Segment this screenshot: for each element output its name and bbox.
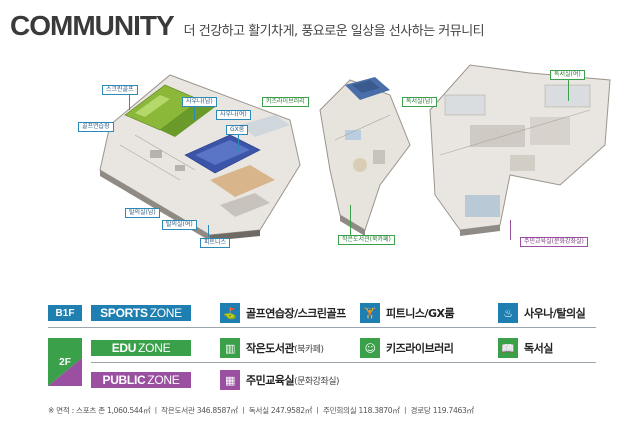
callout-kids-library: 키즈라이브러리 — [262, 97, 309, 107]
callout-fitness: 피트니스 — [200, 238, 231, 248]
legend-item-resident-classroom-label: 주민교육실 — [246, 374, 295, 387]
legend-item-fitness-label: 피트니스/GX룸 — [386, 307, 455, 320]
legend-item-resident-classroom-sub: (문화강좌실) — [294, 376, 340, 387]
book-icon: 📖 — [498, 338, 518, 358]
page-header: COMMUNITY 더 건강하고 활기차게, 풍요로운 일상을 선사하는 커뮤니… — [10, 10, 485, 44]
legend-item-fitness: 🏋 피트니스/GX룸 — [360, 303, 455, 323]
legend-divider — [48, 327, 596, 328]
legend-divider — [91, 362, 596, 363]
callout-small-library: 작은도서관(북카페) — [338, 235, 395, 245]
leader-line — [510, 220, 511, 240]
classroom-icon: ▦ — [220, 370, 240, 390]
zone-label-edu-main: EDU — [111, 341, 137, 355]
legend-item-reading-room: 📖 독서실 — [498, 338, 553, 358]
zone-label-sports-rest: ZONE — [149, 306, 182, 320]
zone-label-sports: SPORTS ZONE — [91, 305, 191, 321]
callout-sauna-women: 사우나(여) — [216, 110, 251, 120]
zone-label-sports-main: SPORTS — [100, 306, 148, 320]
legend-item-golf-label: 골프연습장/스크린골프 — [246, 307, 346, 320]
zone-legend: B1F SPORTS ZONE ⛳ 골프연습장/스크린골프 🏋 피트니스/GX룸… — [48, 300, 618, 395]
legend-item-reading-room-label: 독서실 — [524, 342, 553, 355]
callout-reading-women: 독서실(여) — [550, 70, 585, 80]
legend-item-small-library: ▥ 작은도서관(북카페) — [220, 338, 324, 358]
callout-screen-golf: 스크린골프 — [102, 85, 138, 95]
leader-line — [129, 94, 130, 110]
2f-left-floor-plan — [319, 77, 411, 236]
sauna-icon: ♨ — [498, 303, 518, 323]
callout-gx-room: GX룸 — [226, 125, 249, 135]
legend-item-sauna: ♨ 사우나/탈의실 — [498, 303, 586, 323]
2f-right-floor-plan — [429, 64, 611, 236]
callout-locker-women: 탈의실(여) — [162, 220, 197, 230]
floor-tag-2f-bg — [48, 338, 82, 386]
leader-line — [208, 225, 209, 237]
callout-golf-range: 골프연습장 — [78, 122, 114, 132]
callout-sauna-men: 사우나(남) — [182, 97, 217, 107]
floor-tag-2f-label: 2F — [59, 356, 71, 368]
zone-label-edu: EDU ZONE — [91, 340, 191, 356]
zone-label-edu-rest: ZONE — [138, 341, 171, 355]
legend-item-resident-classroom: ▦ 주민교육실(문화강좌실) — [220, 370, 340, 390]
legend-item-kids-library: ☺ 키즈라이브러리 — [360, 338, 454, 358]
page-title: COMMUNITY — [10, 10, 175, 41]
library-icon: ▥ — [220, 338, 240, 358]
floor-plans-svg — [99, 64, 611, 241]
leader-line — [238, 134, 239, 152]
legend-item-kids-library-label: 키즈라이브러리 — [386, 342, 454, 355]
area-footnote: ※ 면적 : 스포츠 존 1,060.544㎡ ㅣ 작은도서관 346.8587… — [48, 406, 474, 415]
legend-item-sauna-label: 사우나/탈의실 — [524, 307, 586, 320]
leader-line — [194, 106, 195, 120]
callout-reading-men: 독서실(남) — [402, 97, 437, 107]
legend-item-golf: ⛳ 골프연습장/스크린골프 — [220, 303, 346, 323]
kids-icon: ☺ — [360, 338, 380, 358]
floor-plans-illustration: 스크린골프 골프연습장 사우나(남) 사우나(여) GX룸 탈의실(남) 탈의실… — [78, 55, 630, 275]
floor-tag-b1: B1F — [48, 305, 82, 321]
leader-line — [350, 205, 351, 235]
leader-line — [568, 79, 569, 101]
zone-label-public: PUBLIC ZONE — [91, 372, 191, 388]
zone-label-public-main: PUBLIC — [102, 373, 146, 387]
callout-locker-men: 탈의실(남) — [125, 208, 160, 218]
floor-tag-2f: 2F — [48, 338, 82, 386]
legend-item-small-library-sub: (북카페) — [294, 344, 324, 355]
legend-item-small-library-label: 작은도서관 — [246, 342, 295, 355]
fitness-icon: 🏋 — [360, 303, 380, 323]
page-subtitle: 더 건강하고 활기차게, 풍요로운 일상을 선사하는 커뮤니티 — [183, 24, 485, 39]
golf-icon: ⛳ — [220, 303, 240, 323]
callout-resident-classroom: 주민교육실(문화강좌실) — [520, 237, 588, 247]
zone-label-public-rest: ZONE — [147, 373, 180, 387]
